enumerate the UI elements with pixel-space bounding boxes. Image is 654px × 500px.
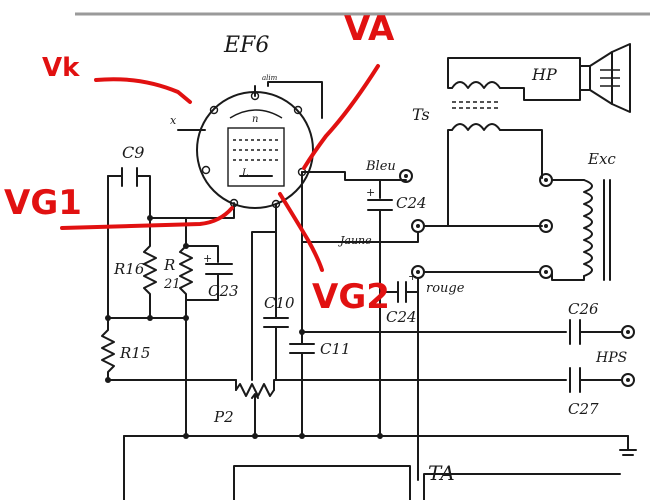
svg-text:+: + [408, 270, 417, 283]
exc-label: Exc [587, 150, 616, 168]
input-network: + [101, 167, 235, 439]
p2-label: P2 [213, 408, 234, 426]
annotation-strokes [60, 64, 380, 272]
wire-jaune-label: Jaune [338, 234, 372, 247]
r16-label: R16 [113, 260, 145, 278]
annotation-va: VA [344, 9, 395, 49]
pin-l-label: L [241, 168, 249, 179]
c26-label: C26 [568, 300, 599, 318]
hps-label: HPS [595, 350, 627, 366]
annotation-vg2: VG2 [312, 277, 390, 317]
output-transformer [447, 57, 581, 227]
svg-text:+: + [366, 186, 375, 199]
c24b-label: C24 [386, 308, 417, 326]
r21-label-n: 21 [163, 277, 181, 292]
c27-label: C27 [568, 400, 599, 418]
pin-n-label: n [252, 114, 258, 125]
output-caps: + + [301, 169, 425, 461]
ts-label: Ts [412, 105, 430, 124]
annotation-vg1: VG1 [4, 183, 82, 223]
tube-ef6 [196, 91, 314, 209]
annotation-vk: Vk [42, 53, 80, 83]
r21-label-r: R [163, 256, 175, 274]
tube-top-wires [254, 81, 323, 119]
ta-label: TA [428, 461, 455, 485]
c11-label: C11 [320, 340, 351, 358]
c10-label: C10 [264, 294, 295, 312]
pin-x-label: x [170, 114, 177, 127]
speaker-icon [579, 43, 631, 113]
tube-label: EF6 [223, 33, 269, 58]
wire-rouge-label: rouge [426, 281, 465, 296]
r15-label: R15 [119, 344, 150, 362]
bottom-rails [123, 433, 637, 500]
svg-text:+: + [203, 252, 212, 265]
c24a-label: C24 [396, 194, 427, 212]
c9-label: C9 [122, 143, 144, 162]
excitation-coil [423, 173, 611, 281]
c23-label: C23 [208, 282, 239, 300]
hps-output [379, 319, 635, 393]
pin-top-label: alim [262, 74, 278, 82]
wire-bleu-label: Bleu [365, 159, 396, 174]
hp-label: HP [531, 65, 557, 84]
decoupling-network [107, 171, 567, 437]
